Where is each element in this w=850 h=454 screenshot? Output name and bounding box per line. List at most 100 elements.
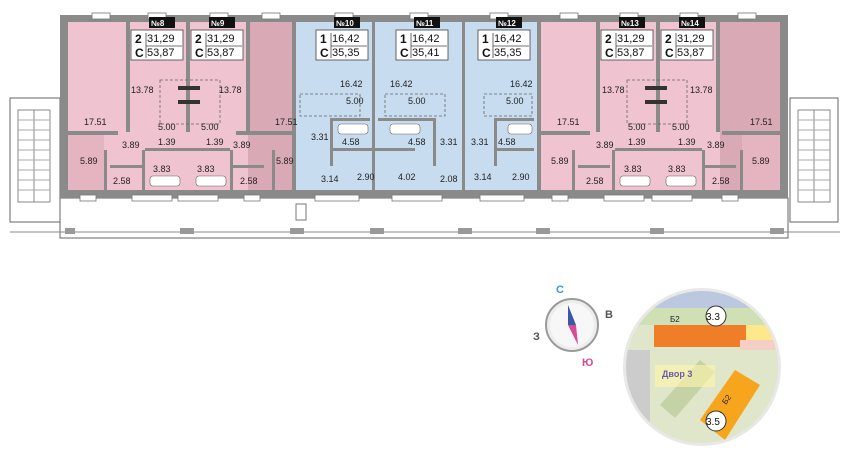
unit-living-area: 31,29 xyxy=(207,33,235,45)
room-area: 3.14 xyxy=(474,172,492,182)
unit-type: С xyxy=(665,46,674,60)
compass-south-label: Ю xyxy=(582,357,593,369)
unit-total-area: 53,87 xyxy=(207,47,235,59)
room-area: 3.14 xyxy=(321,174,339,184)
unit-total-area: 35,35 xyxy=(332,47,360,59)
unit-rooms: 1 xyxy=(400,32,407,46)
unit-number-badge xyxy=(334,17,360,28)
unit-number: №11 xyxy=(416,19,434,28)
unit-number-badge xyxy=(149,17,175,28)
minimap-building-b2-top xyxy=(640,291,778,308)
unit-number: №8 xyxy=(151,19,165,28)
room-5-89-a xyxy=(68,135,104,190)
room-area: 2.58 xyxy=(586,176,604,186)
unit-total-area: 53,87 xyxy=(617,47,645,59)
compass: С Ю З В xyxy=(533,284,613,369)
minimap-building-highlight xyxy=(654,325,746,347)
site-minimap: Б2 Б2 Двор 3 3.3 3.5 xyxy=(623,288,781,446)
unit-card-box xyxy=(190,29,244,61)
room-area: 3.83 xyxy=(197,164,215,174)
room-5-89-b xyxy=(742,135,780,190)
minimap-courtyard-label: Двор 3 xyxy=(662,369,692,379)
room-area: 17.51 xyxy=(557,117,580,127)
fixture-outlines xyxy=(159,79,688,125)
unit-living-area: 31,29 xyxy=(147,33,175,45)
kitchen-fixtures xyxy=(178,86,667,104)
room-area: 5.89 xyxy=(276,156,294,166)
room-area: 2.58 xyxy=(240,176,258,186)
room-area: 1.39 xyxy=(158,137,176,147)
room-area: 5.00 xyxy=(158,122,176,132)
unit-card-box xyxy=(600,29,654,61)
bath-fixtures xyxy=(149,123,697,187)
unit-number-badge xyxy=(414,17,440,28)
room-dark-9 xyxy=(248,22,292,190)
unit-number: №12 xyxy=(498,19,516,28)
room-area: 3.31 xyxy=(440,137,458,147)
unit-rooms: 2 xyxy=(195,32,202,46)
unit-card-box xyxy=(477,29,531,61)
room-area: 1.39 xyxy=(678,137,696,147)
minimap-building-number: 3.3 xyxy=(706,312,720,323)
room-area: 4.02 xyxy=(398,172,416,182)
unit-number: №14 xyxy=(681,19,699,28)
unit-total-area: 35,35 xyxy=(494,47,522,59)
room-area: 4.58 xyxy=(498,137,516,147)
unit-number: №9 xyxy=(211,19,225,28)
bottom-windows xyxy=(79,194,739,202)
room-area: 13.78 xyxy=(690,85,713,95)
room-area: 5.00 xyxy=(408,96,426,106)
room-area: 3.89 xyxy=(596,140,614,150)
unit-living-area: 16,42 xyxy=(494,33,522,45)
room-area: 2.58 xyxy=(113,176,131,186)
unit-rooms: 2 xyxy=(605,32,612,46)
minimap-building-badge xyxy=(705,410,727,432)
compass-west-label: З xyxy=(533,331,540,343)
compass-north-label: С xyxy=(556,284,564,296)
unit-type: С xyxy=(320,46,329,60)
room-area: 4.58 xyxy=(342,137,360,147)
room-area: 5.00 xyxy=(628,122,646,132)
room-area: 16.42 xyxy=(340,79,363,89)
room-area: 5.00 xyxy=(672,122,690,132)
unit-card-box xyxy=(315,29,369,61)
room-area: 2.90 xyxy=(512,172,530,182)
unit-number: №10 xyxy=(336,19,354,28)
room-area: 1.39 xyxy=(206,137,224,147)
room-area: 3.89 xyxy=(122,140,140,150)
room-area: 5.00 xyxy=(201,122,219,132)
room-area: 3.89 xyxy=(707,140,725,150)
room-area: 17.51 xyxy=(275,117,298,127)
room-area: 3.31 xyxy=(311,132,329,142)
unit-number-badge xyxy=(209,17,235,28)
room-area: 5.89 xyxy=(752,156,770,166)
left-staircase xyxy=(9,97,61,223)
room-area: 3.83 xyxy=(668,164,686,174)
room-area: 13.78 xyxy=(219,85,242,95)
room-area: 13.78 xyxy=(131,85,154,95)
unit-rooms: 1 xyxy=(320,32,327,46)
room-labels: 17.51 13.78 5.00 5.00 13.78 17.51 3.89 1… xyxy=(80,79,773,186)
compass-needle-south xyxy=(568,325,578,345)
room-area: 2.90 xyxy=(357,172,375,182)
room-area: 3.89 xyxy=(233,140,251,150)
unit-rooms: 2 xyxy=(665,32,672,46)
unit-total-area: 53,87 xyxy=(677,47,705,59)
unit-living-area: 31,29 xyxy=(677,33,705,45)
unit-rooms: 2 xyxy=(135,32,142,46)
unit-type: С xyxy=(400,46,409,60)
room-area: 5.89 xyxy=(551,156,569,166)
unit-type: С xyxy=(195,46,204,60)
unit-total-area: 53,87 xyxy=(147,47,175,59)
room-area: 16.42 xyxy=(390,79,413,89)
room-area: 17.51 xyxy=(750,117,773,127)
unit-number: №13 xyxy=(621,19,639,28)
